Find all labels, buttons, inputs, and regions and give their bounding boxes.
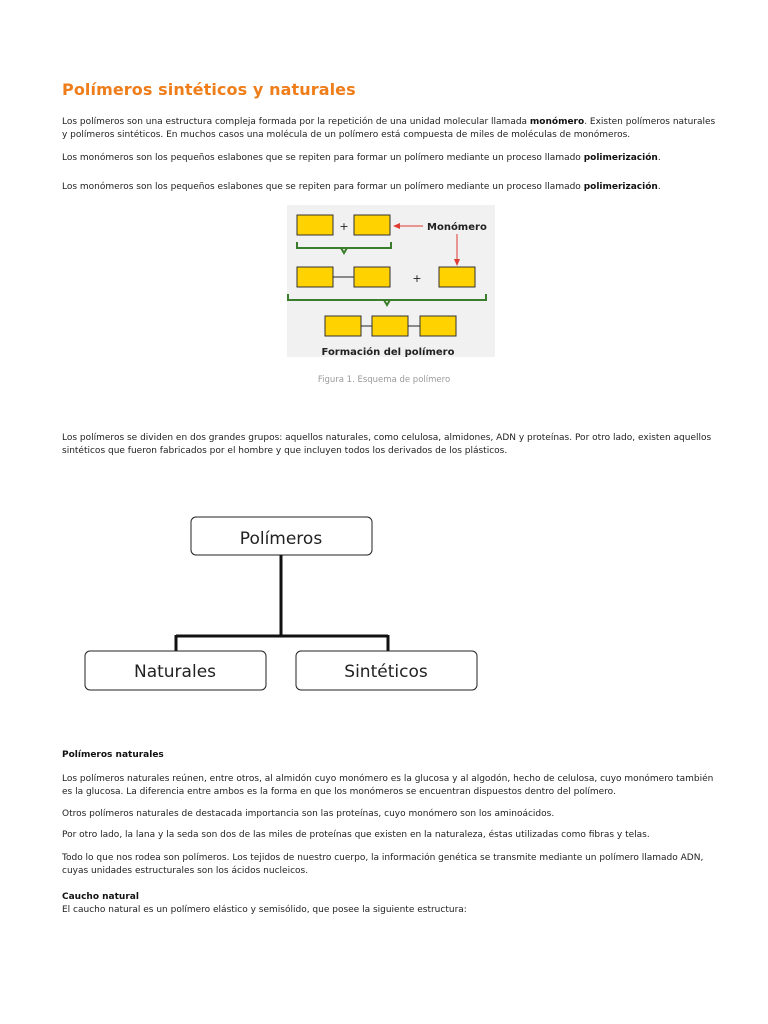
- brace: [296, 242, 392, 249]
- page-title: Polímeros sintéticos y naturales: [62, 80, 356, 99]
- synthetic-node: [295, 650, 478, 691]
- arrow-head-icon: [393, 223, 400, 229]
- formation-label: Formación del polímero: [322, 346, 455, 358]
- polymer-classification-diagram: Polímeros Naturales Sintéticos: [84, 516, 478, 691]
- monomer-box: [296, 266, 334, 288]
- figure-caption: Figura 1. Esquema de polímero: [317, 375, 451, 385]
- monomer-box: [324, 315, 362, 337]
- plus-sign-mid: +: [412, 272, 421, 285]
- groups-paragraph: Los polímeros se dividen en dos grandes …: [62, 433, 712, 456]
- polymerization-term: polimerización: [583, 153, 658, 163]
- natural-rubber-paragraph: El caucho natural es un polímero elástic…: [62, 905, 467, 915]
- brace-tip: [340, 247, 348, 255]
- monomer-box: [438, 266, 476, 288]
- arrow-head-icon: [454, 259, 460, 266]
- monomer-box: [353, 266, 391, 288]
- natural-paragraph-1: Los polímeros naturales reúnen, entre ot…: [62, 774, 714, 797]
- plus-sign-top: +: [339, 220, 348, 233]
- monomer-label: Monómero: [427, 221, 487, 233]
- polymerization-term-repeat: polimerización: [583, 182, 658, 192]
- polymer-scheme-figure: + Monómero + Formación del polímero: [287, 205, 495, 358]
- natural-rubber-heading: Caucho natural: [62, 892, 139, 902]
- root-node-label: Polímeros: [240, 529, 323, 549]
- monomer-term: monómero: [529, 117, 585, 127]
- brace-tip: [383, 299, 391, 307]
- natural-paragraph-3: Por otro lado, la lana y la seda son dos…: [62, 830, 650, 840]
- monomer-box: [419, 315, 457, 337]
- synthetic-node-label: Sintéticos: [344, 662, 428, 682]
- monomer-box: [296, 214, 334, 236]
- monomer-box: [371, 315, 409, 337]
- monomers-paragraph: Los monómeros son los pequeños eslabones…: [62, 153, 661, 163]
- brace: [287, 294, 487, 301]
- monomers-paragraph-repeat: Los monómeros son los pequeños eslabones…: [62, 182, 661, 192]
- intro-paragraph: Los polímeros son una estructura complej…: [62, 117, 716, 140]
- natural-polymers-heading: Polímeros naturales: [62, 750, 164, 760]
- monomer-box: [353, 214, 391, 236]
- natural-node-label: Naturales: [134, 662, 216, 682]
- natural-node: [84, 650, 267, 691]
- natural-paragraph-2: Otros polímeros naturales de destacada i…: [62, 809, 555, 819]
- natural-paragraph-4: Todo lo que nos rodea son polímeros. Los…: [62, 853, 704, 876]
